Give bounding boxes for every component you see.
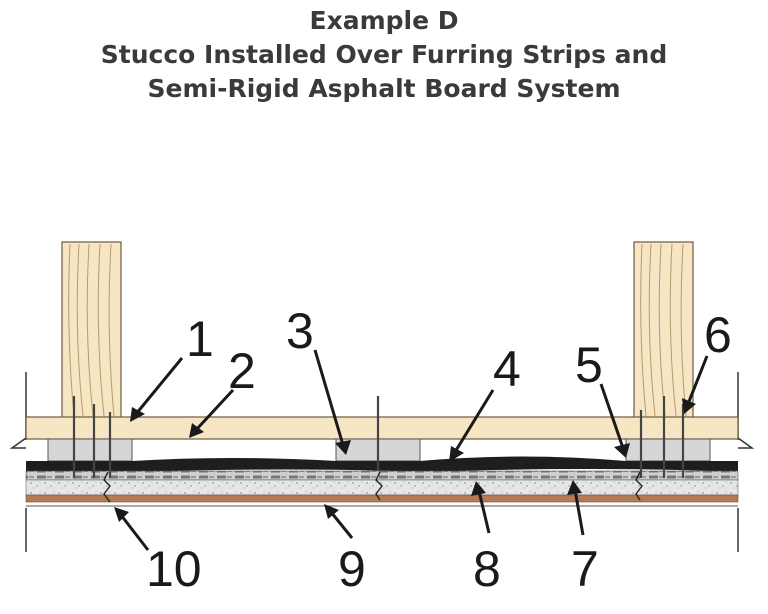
callout-4: 4 [493,341,521,397]
lath-layer [25,470,739,481]
callout-10: 10 [146,541,202,597]
callout-5: 5 [575,337,603,393]
diagram-title: Example D Stucco Installed Over Furring … [0,4,768,106]
expansion-joints [103,471,643,503]
callout-1: 1 [186,311,214,367]
stud-left [61,241,122,419]
stud-right [633,241,694,419]
callout-2: 2 [228,343,256,399]
asphalt-board-layer [26,456,738,472]
callout-9: 9 [338,541,366,597]
callout-8: 8 [473,541,501,597]
right-wall-edge [737,372,755,552]
title-line-3: Semi-Rigid Asphalt Board System [147,74,621,103]
left-wall-edge [9,372,27,552]
finish-coat-layer [25,494,739,503]
fasteners [72,396,685,478]
title-line-1: Example D [309,6,459,35]
leader-arrows [114,349,709,551]
callout-3: 3 [286,303,314,359]
title-line-2: Stucco Installed Over Furring Strips and [100,40,668,69]
callout-7: 7 [571,541,599,597]
stucco-layer [25,479,739,496]
callout-6: 6 [704,307,732,363]
